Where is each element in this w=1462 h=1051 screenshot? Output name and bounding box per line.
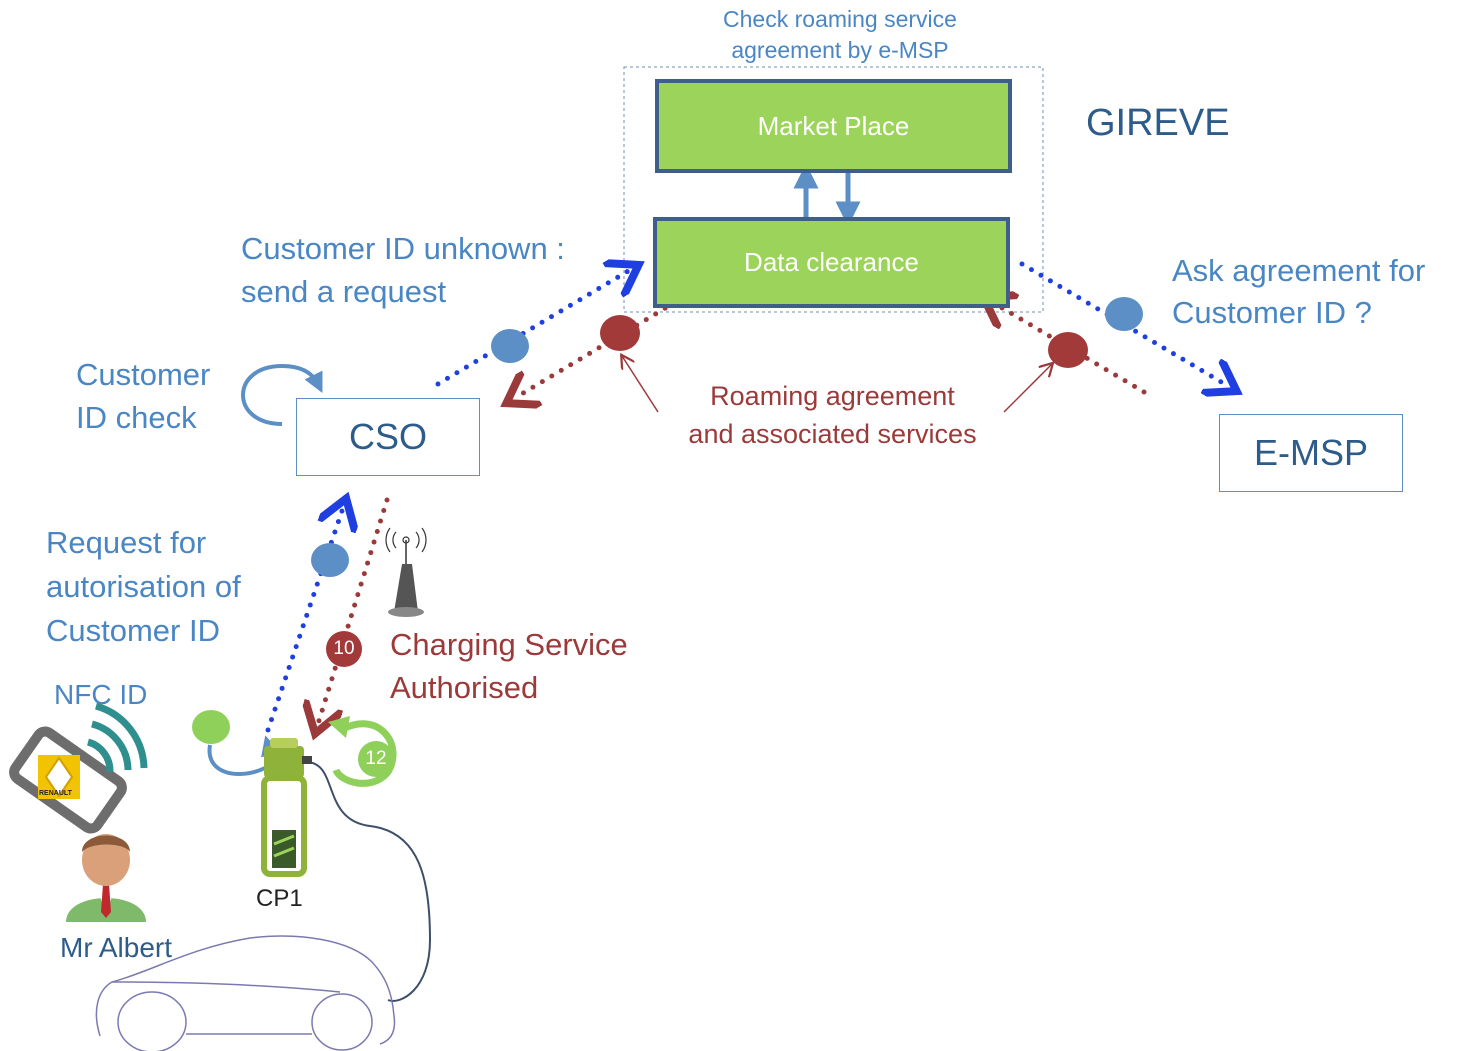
charging-station-icon <box>261 738 432 1002</box>
check-roaming-caption: Check roaming service agreement by e-MSP <box>723 6 957 64</box>
step-12-badge: 12 <box>358 741 394 777</box>
roaming-agreement-label: Roaming agreement and associated service… <box>688 381 977 449</box>
data-clearance-label: Data clearance <box>744 247 919 277</box>
customer-id-check-label: Customer ID check <box>76 357 211 435</box>
flow-cp1-to-cso <box>265 508 343 733</box>
person-icon <box>66 834 146 922</box>
step-10-badge: 10 <box>326 631 362 667</box>
flow-cso-to-cp1 <box>318 497 390 724</box>
flow-cso-to-gireve <box>435 270 630 387</box>
flow-gireve-to-cso <box>515 294 687 398</box>
emsp-label: E-MSP <box>1253 432 1368 473</box>
renault-logo-text: RENAULT <box>39 790 72 797</box>
nfc-card-icon <box>9 702 148 834</box>
nfc-id-label: NFC ID <box>54 679 148 710</box>
blue-dot-cp-flow <box>311 543 349 577</box>
data-clearance-box: Data clearance <box>653 217 1010 308</box>
loop-arrow-icon <box>241 363 323 426</box>
red-dot-emsp-flow <box>1048 332 1088 368</box>
step-10-text: 10 <box>333 638 355 659</box>
emsp-box: E-MSP <box>1219 414 1403 492</box>
cso-label: CSO <box>348 416 427 457</box>
customer-unknown-label: Customer ID unknown : send a request <box>241 231 565 309</box>
gireve-container <box>623 66 1044 313</box>
cso-box: CSO <box>296 398 480 476</box>
step-12-text: 12 <box>365 748 387 769</box>
market-place-label: Market Place <box>757 110 910 141</box>
blue-dot-cso-flow <box>491 329 529 363</box>
charging-authorised-label: Charging Service Authorised <box>390 627 628 705</box>
gireve-label: GIREVE <box>1086 102 1230 144</box>
pointer-right <box>1003 364 1052 413</box>
request-authorisation-label: Request for autorisation of Customer ID <box>46 525 241 649</box>
antenna-icon <box>385 527 427 617</box>
cp1-label: CP1 <box>256 885 303 912</box>
mr-albert-label: Mr Albert <box>60 932 173 963</box>
nfc-loop-arrow <box>207 735 281 776</box>
pointer-left <box>622 356 659 413</box>
red-dot-cso-flow <box>600 315 640 351</box>
ask-agreement-label: Ask agreement for Customer ID ? <box>1172 253 1426 331</box>
green-dot-nfc <box>192 710 230 744</box>
blue-dot-emsp-flow <box>1105 297 1143 331</box>
market-place-box: Market Place <box>655 79 1012 173</box>
car-icon <box>95 935 396 1051</box>
